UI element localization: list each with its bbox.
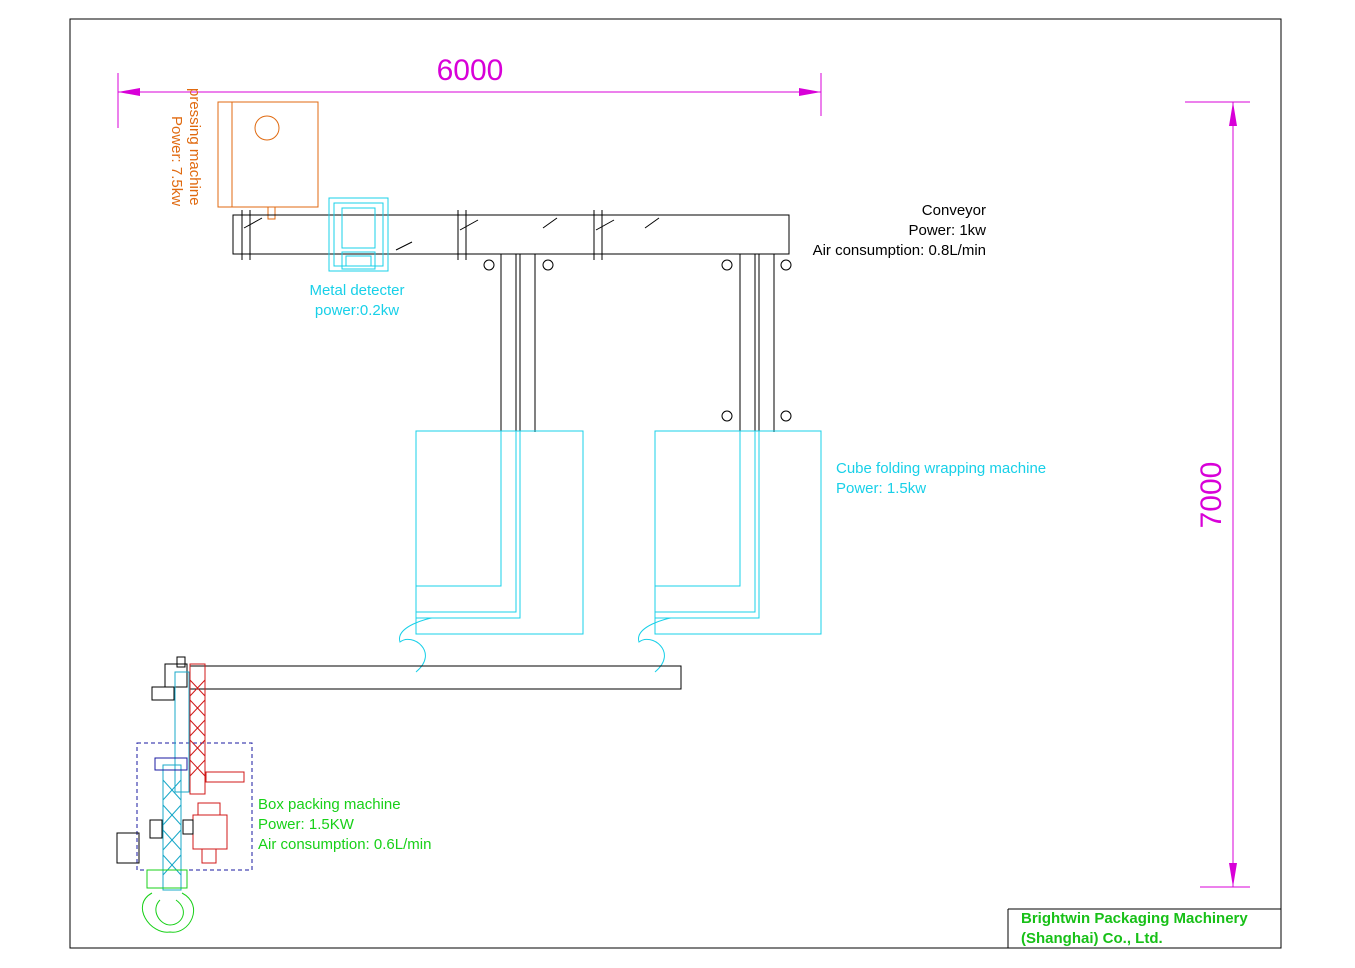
dimension-width-label: 6000 (437, 54, 504, 87)
conveyor-air: Air consumption: 0.8L/min (813, 242, 986, 259)
box-machine-air: Air consumption: 0.6L/min (258, 836, 431, 853)
title-block-line1: Brightwin Packaging Machinery (1021, 910, 1248, 927)
cube-machine-right (638, 430, 822, 673)
dimension-width (117, 73, 822, 128)
dimension-height (1185, 101, 1250, 888)
metal-detector-label: Metal detecter (309, 282, 404, 299)
cube-machine-label: Cube folding wrapping machine (836, 460, 1046, 477)
pressing-machine-label: pressing machine (186, 88, 203, 206)
cube-machine-left (399, 430, 584, 673)
output-conveyor (151, 656, 682, 701)
drawing-frame (69, 18, 1282, 949)
metal-detector (328, 197, 389, 272)
box-packing-machine (116, 663, 253, 933)
main-conveyor (232, 210, 792, 432)
title-block-line2: (Shanghai) Co., Ltd. (1021, 930, 1163, 947)
conveyor-label: Conveyor (922, 202, 986, 219)
box-machine-label: Box packing machine (258, 796, 401, 813)
title-block (1007, 908, 1281, 948)
metal-detector-power: power:0.2kw (315, 302, 399, 319)
box-machine-power: Power: 1.5KW (258, 816, 355, 833)
pressing-machine-power: Power: 7.5kw (168, 116, 185, 206)
dimension-height-label: 7000 (1195, 462, 1228, 529)
conveyor-power: Power: 1kw (908, 222, 986, 239)
cube-machine-power: Power: 1.5kw (836, 480, 926, 497)
pressing-machine (217, 101, 319, 220)
